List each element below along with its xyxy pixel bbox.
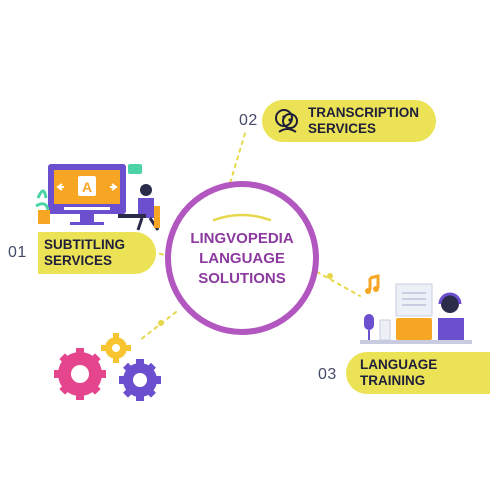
service-pill-language-training-label: LANGUAGE TRAINING [360, 357, 438, 388]
gear-purple-icon [119, 359, 161, 401]
gear-pink-icon [54, 348, 106, 400]
subtitle-screen-illustration: A [35, 164, 160, 231]
service-pill-language-training[interactable]: LANGUAGE TRAINING [346, 352, 490, 394]
service-pill-subtitling[interactable]: SUBTITLING SERVICES [38, 232, 156, 274]
gear-yellow-icon [101, 333, 131, 363]
hub-title-line1: LINGVOPEDIA [190, 230, 294, 247]
headset-learner-illustration [360, 274, 472, 344]
gears-illustration [54, 333, 161, 401]
service-number-02: 02 [239, 112, 258, 129]
service-pill-subtitling-label: SUBTITLING SERVICES [44, 237, 125, 268]
service-number-03: 03 [318, 366, 337, 383]
service-pill-transcription[interactable]: TRANSCRIPTION SERVICES [262, 100, 436, 142]
hub-title-line2: LANGUAGE [199, 250, 285, 267]
hub-ring [165, 181, 319, 335]
service-pill-transcription-label: TRANSCRIPTION SERVICES [308, 105, 419, 136]
service-number-01: 01 [8, 244, 27, 261]
hub-title-line3: SOLUTIONS [198, 270, 286, 287]
hub-title: LINGVOPEDIA LANGUAGE SOLUTIONS [162, 229, 322, 289]
svg-text:A: A [82, 179, 92, 195]
transcription-icon [275, 109, 298, 133]
